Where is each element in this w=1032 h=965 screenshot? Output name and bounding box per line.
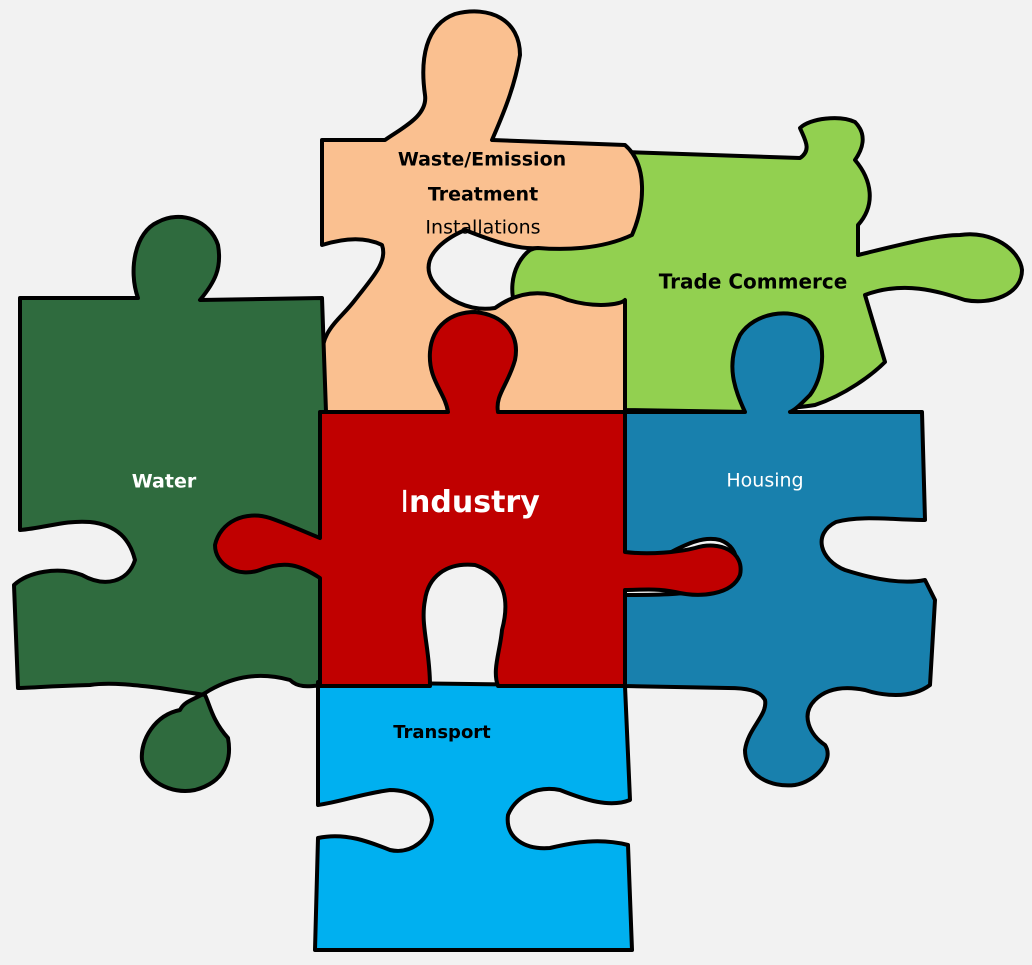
transport-piece: Transport	[313, 680, 634, 952]
transport-label: Transport	[393, 722, 491, 743]
waste-emission-title: Waste/Emission	[398, 149, 566, 171]
transport-shape	[313, 680, 634, 952]
industry-label: Industry	[400, 485, 540, 520]
waste-emission-shape	[317, 9, 645, 414]
industry-piece: Industry	[213, 310, 743, 688]
waste-emission-piece: Waste/Emission Treatment Installations	[317, 9, 645, 414]
installations-label: Installations	[425, 217, 540, 239]
water-piece: Water	[12, 214, 328, 793]
industry-shape	[213, 310, 743, 688]
water-shape	[12, 214, 328, 793]
industry-label-initial: I	[400, 485, 409, 520]
housing-label: Housing	[726, 470, 803, 492]
trade-commerce-label: Trade Commerce	[659, 270, 848, 294]
treatment-label: Treatment	[428, 184, 538, 206]
water-label: Water	[132, 471, 197, 493]
industry-label-rest: ndustry	[409, 485, 540, 520]
